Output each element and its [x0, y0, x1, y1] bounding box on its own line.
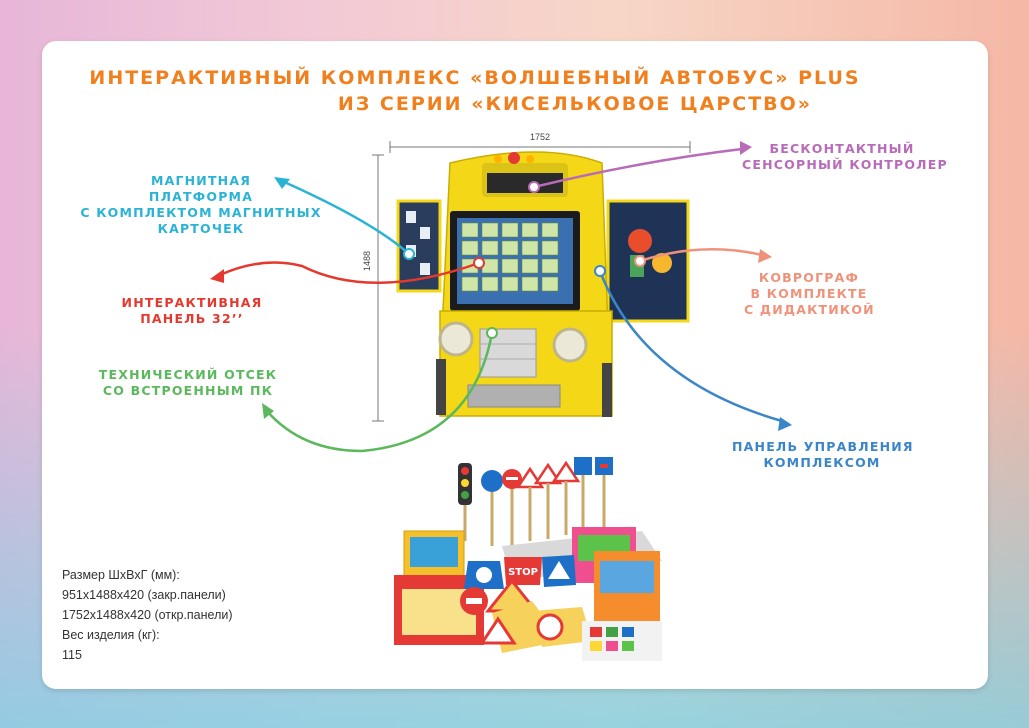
stop-sign-text: STOP [508, 567, 538, 578]
label-kovrograf: КОВРОГРАФ В КОМПЛЕКТЕ С ДИДАКТИКОЙ [744, 270, 875, 317]
page-title-line2: ИЗ СЕРИИ «КИСЕЛЬКОВОЕ ЦАРСТВО» [337, 93, 813, 115]
callout-dots [403, 181, 646, 339]
label-control-panel: ПАНЕЛЬ УПРАВЛЕНИЯ КОМПЛЕКСОМ [732, 439, 914, 470]
spec-weight-value: 115 [62, 648, 82, 662]
dimension-width [389, 141, 691, 153]
product-illustration: 1752 1488 [210, 132, 792, 661]
dimension-height-label: 1488 [362, 251, 372, 271]
dimension-height [372, 154, 384, 422]
page-title-line1: ИНТЕРАКТИВНЫЙ КОМПЛЕКС «ВОЛШЕБНЫЙ АВТОБУ… [89, 67, 861, 89]
spec-size-open: 1752х1488х420 (откр.панели) [62, 608, 233, 622]
road-signs-kit: STOP [394, 457, 662, 661]
callout-arrows [210, 141, 792, 453]
label-sensor-controller: БЕСКОНТАКТНЫЙ СЕНСОРНЫЙ КОНТРОЛЕР [742, 141, 948, 172]
left-magnetic-panel [396, 199, 442, 293]
spec-size-heading: Размер ШхВхГ (мм): [62, 568, 180, 582]
label-magnetic-platform: МАГНИТНАЯ ПЛАТФОРМА С КОМПЛЕКТОМ МАГНИТН… [80, 173, 322, 236]
product-card: ИНТЕРАКТИВНЫЙ КОМПЛЕКС «ВОЛШЕБНЫЙ АВТОБУ… [42, 41, 988, 689]
label-interactive-panel: ИНТЕРАКТИВНАЯ ПАНЕЛЬ 32’’ [121, 295, 263, 326]
bus-complex [396, 151, 690, 417]
spec-weight-heading: Вес изделия (кг): [62, 628, 160, 642]
product-specs: Размер ШхВхГ (мм): 951х1488х420 (закр.па… [62, 565, 233, 665]
spec-size-closed: 951х1488х420 (закр.панели) [62, 588, 226, 602]
label-tech-compartment: ТЕХНИЧЕСКИЙ ОТСЕК СО ВСТРОЕННЫМ ПК [98, 367, 278, 398]
dimension-width-label: 1752 [530, 132, 550, 142]
right-kovrograf-panel [606, 199, 690, 323]
